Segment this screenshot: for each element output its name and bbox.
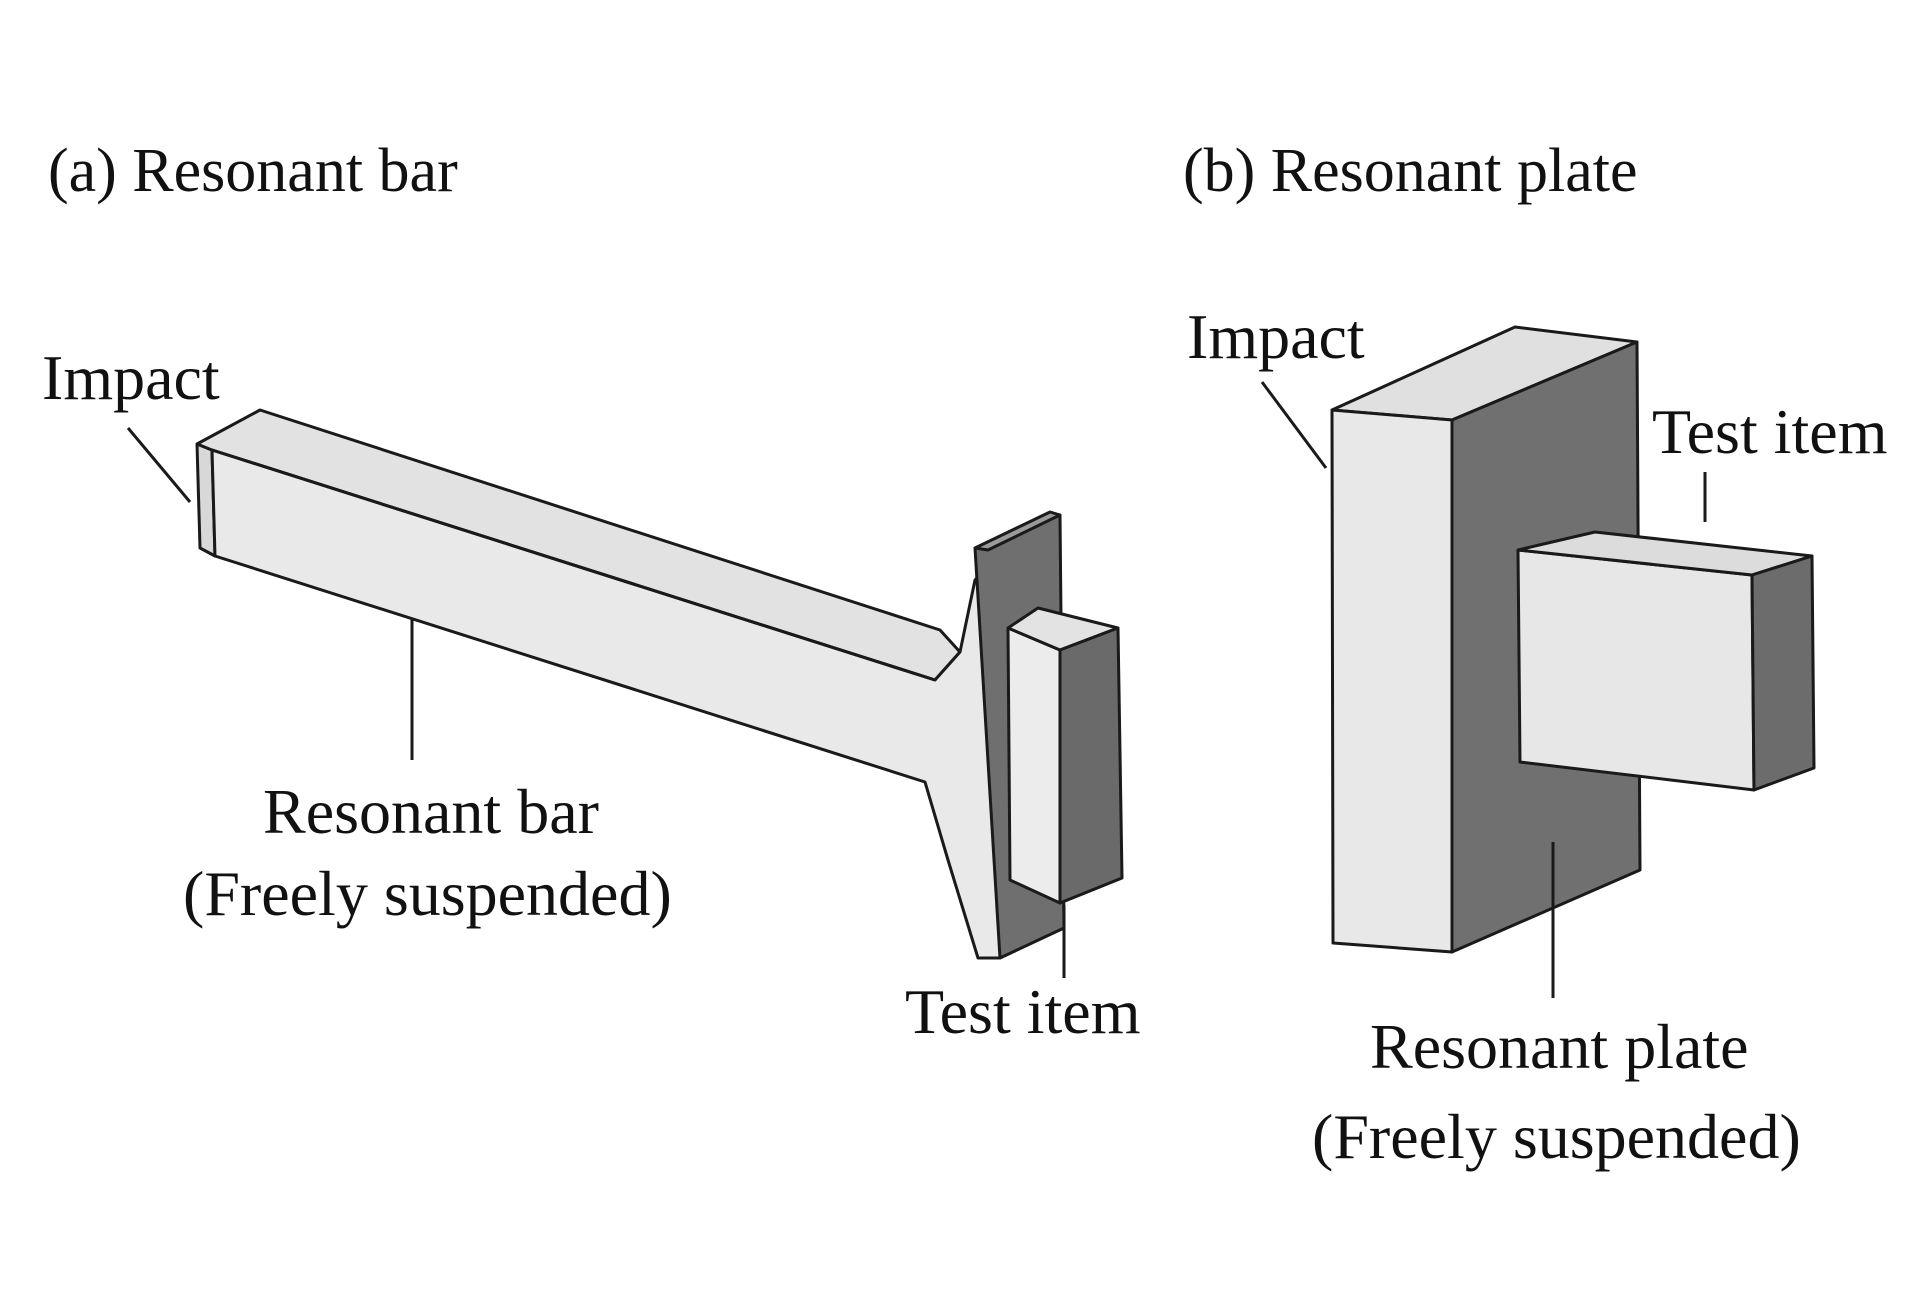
bar-test-item-side-face [1058, 626, 1124, 905]
plate-front-face [1330, 408, 1454, 954]
panel-b-title: (b) Resonant plate [1183, 137, 1638, 205]
bar-edge-line [211, 448, 936, 682]
resonant-bar-drawing [195, 408, 1124, 960]
plate-test-item-front-face [1516, 548, 1756, 792]
end-plate-top-edge [973, 510, 1062, 552]
panel-a-impact-label: Impact [42, 342, 220, 413]
resonant-plate-label-line2: (Freely suspended) [1312, 1101, 1801, 1172]
panel-a-title: (a) Resonant bar [48, 137, 458, 205]
plate-test-item-side-face [1750, 554, 1816, 792]
resonant-plate-drawing [1330, 325, 1816, 954]
panel-a-leaders [126, 427, 1066, 978]
impact-leader-line-b [1260, 381, 1328, 469]
panel-a-test-item-label: Test item [905, 976, 1141, 1047]
resonant-bar-label-line2: (Freely suspended) [183, 858, 672, 929]
resonant-bar-label-line1: Resonant bar [263, 776, 599, 847]
panel-b-impact-label: Impact [1187, 301, 1365, 372]
impact-leader-line-a [126, 427, 192, 503]
resonant-plate-label-line1: Resonant plate [1370, 1011, 1749, 1082]
panel-b-leaders [1260, 381, 1707, 998]
panel-b-test-item-label: Test item [1652, 396, 1888, 467]
bar-test-item-front-face [1006, 626, 1062, 905]
